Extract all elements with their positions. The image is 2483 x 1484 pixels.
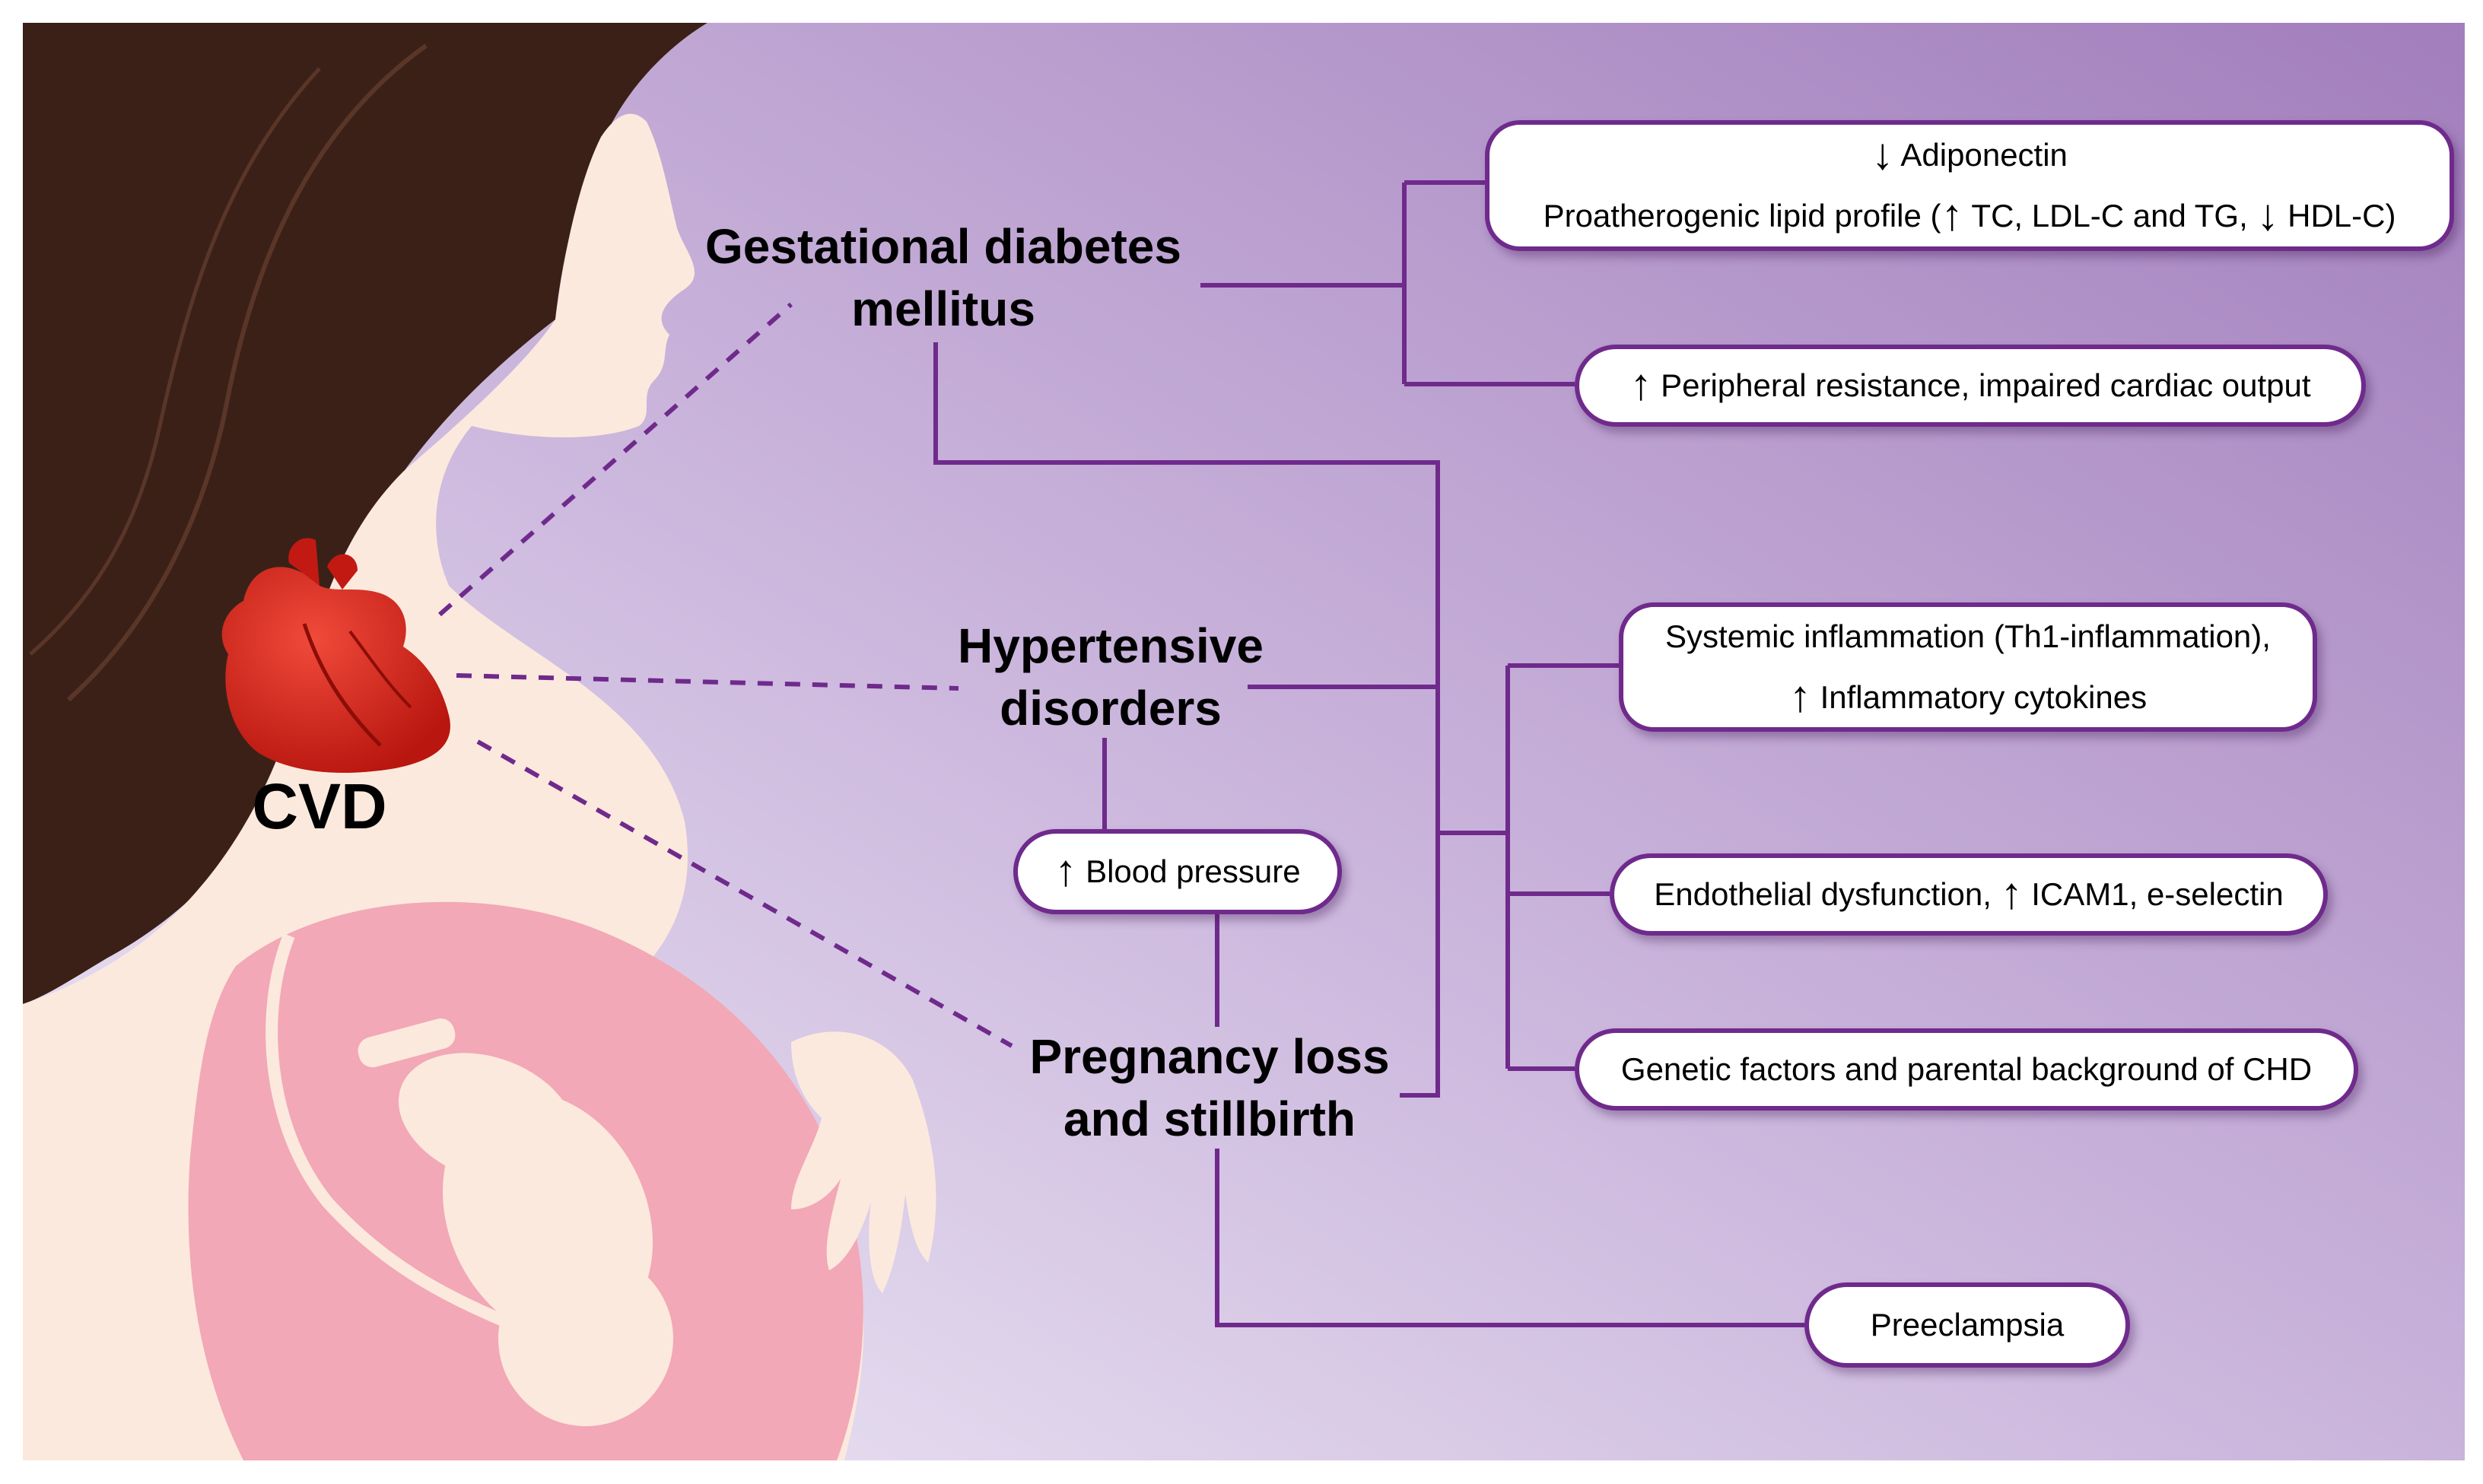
endothelial-line: Endothelial dysfunction, ↑ ICAM1, e-sele…: [1654, 864, 2283, 925]
heading-line-1: Hypertensive: [958, 618, 1264, 673]
adiponectin-text: Adiponectin: [1900, 137, 2068, 173]
up-arrow-icon: ↑: [2000, 869, 2023, 918]
hair-illustration: [23, 23, 707, 1004]
inflammation-line-1: Systemic inflammation (Th1-inflammation)…: [1665, 618, 2271, 654]
lipid-text-end: HDL-C): [2278, 198, 2396, 234]
genetic-factors-box: Genetic factors and parental background …: [1575, 1028, 2358, 1111]
down-arrow-icon: ↓: [1871, 129, 1894, 179]
adiponectin-line: ↓ Adiponectin: [1871, 125, 2068, 186]
up-arrow-icon: ↑: [1054, 846, 1077, 895]
heading-line-2: mellitus: [851, 281, 1035, 336]
blood-pressure-text: Blood pressure: [1076, 853, 1301, 889]
pregnancy-loss-heading: Pregnancy loss and stillbirth: [974, 1025, 1445, 1150]
lipid-profile-line: Proatherogenic lipid profile (↑ TC, LDL-…: [1544, 186, 2396, 246]
endothelial-text-start: Endothelial dysfunction,: [1654, 876, 2001, 912]
hair-strand: [66, 43, 428, 702]
endothelial-dysfunction-box: Endothelial dysfunction, ↑ ICAM1, e-sele…: [1610, 853, 2328, 936]
blood-pressure-line: ↑ Blood pressure: [1054, 841, 1300, 902]
lipid-text-start: Proatherogenic lipid profile (: [1543, 198, 1941, 234]
heart-icon: [221, 538, 450, 773]
peripheral-resistance-text: Peripheral resistance, impaired cardiac …: [1652, 367, 2311, 403]
blood-pressure-box: ↑ Blood pressure: [1013, 829, 1342, 914]
up-arrow-icon: ↑: [1941, 190, 1963, 240]
tree-connectors: [933, 180, 1804, 1327]
inflammation-line-2: ↑ Inflammatory cytokines: [1789, 667, 2147, 728]
endothelial-text-end: ICAM1, e-selectin: [2022, 876, 2284, 912]
genetic-factors-text: Genetic factors and parental background …: [1620, 1051, 2313, 1087]
cvd-label: CVD: [252, 771, 387, 842]
inflammation-cytokines-text: Inflammatory cytokines: [1811, 679, 2148, 715]
heading-line-1: Pregnancy loss: [1029, 1029, 1390, 1084]
up-arrow-icon: ↑: [1629, 360, 1652, 409]
umbilical-cord: [265, 933, 550, 1345]
up-arrow-icon: ↑: [1788, 672, 1811, 721]
lipid-text-middle: TC, LDL-C and TG,: [1963, 198, 2257, 234]
peripheral-resistance-box: ↑ Peripheral resistance, impaired cardia…: [1575, 345, 2366, 427]
hand-illustration: [791, 1031, 936, 1293]
lipid-mechanism-box: ↓ Adiponectin Proatherogenic lipid profi…: [1485, 120, 2454, 251]
systemic-inflammation-box: Systemic inflammation (Th1-inflammation)…: [1619, 602, 2317, 732]
fetus-illustration: [358, 1018, 673, 1426]
heading-line-1: Gestational diabetes: [705, 219, 1181, 274]
down-arrow-icon: ↓: [2256, 190, 2279, 240]
preeclampsia-text: Preeclampsia: [1870, 1307, 2065, 1343]
heading-line-2: and stillbirth: [1063, 1092, 1356, 1146]
gestational-diabetes-heading: Gestational diabetes mellitus: [669, 215, 1217, 340]
peripheral-resistance-line: ↑ Peripheral resistance, impaired cardia…: [1629, 355, 2310, 416]
preeclampsia-box: Preeclampsia: [1804, 1282, 2130, 1368]
dashed-connectors: [438, 302, 1013, 1048]
hair-strand: [29, 67, 321, 656]
hypertensive-disorders-heading: Hypertensive disorders: [882, 615, 1339, 739]
heading-line-2: disorders: [1000, 681, 1222, 736]
